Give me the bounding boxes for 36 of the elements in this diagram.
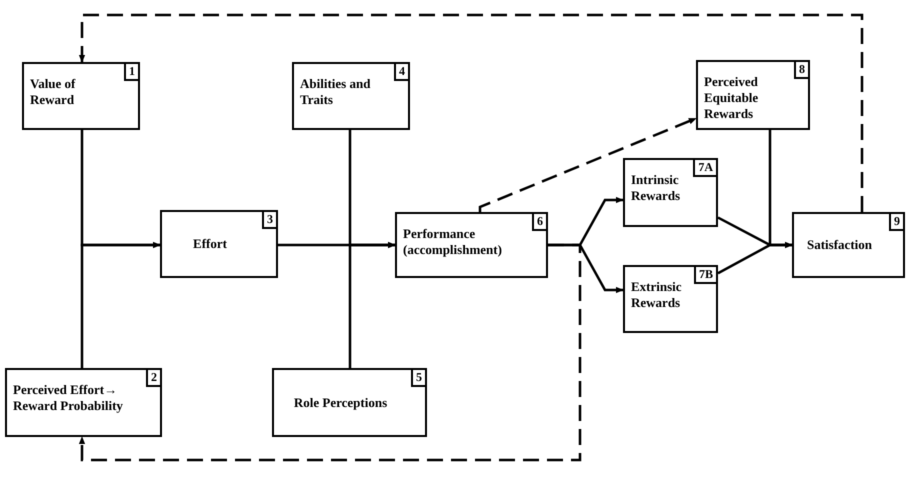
arrow: [80, 242, 161, 368]
process-box: [792, 212, 905, 278]
process-box: [623, 158, 718, 227]
box-label: Role Perceptions: [294, 394, 388, 410]
box-label: Perceived Equitable Rewards: [704, 74, 760, 122]
box-number: 2: [146, 370, 160, 387]
process-box: [22, 62, 140, 130]
arrow: [717, 242, 793, 274]
box-label: Perceived Effort→ Reward Probability: [13, 382, 124, 414]
box-number: 6: [532, 214, 546, 231]
box-label: Value of Reward: [30, 76, 76, 108]
box-number: 1: [124, 64, 138, 81]
dashed-arrow: [78, 244, 582, 462]
process-box: [160, 210, 278, 278]
box-label: Intrinsic Rewards: [631, 172, 682, 204]
dashed-arrow: [78, 14, 864, 212]
box-number: 7A: [693, 160, 716, 177]
process-box: [395, 212, 548, 278]
process-box: [292, 62, 410, 130]
box-number: 4: [394, 64, 408, 81]
box-number: 9: [889, 214, 903, 231]
box-label: Abilities and Traits: [300, 76, 372, 108]
box-number: 8: [794, 62, 808, 79]
box-label: Extrinsic Rewards: [631, 279, 683, 311]
process-box: [5, 368, 162, 437]
box-label: Performance (accomplishment): [403, 226, 503, 258]
box-label: Satisfaction: [807, 237, 873, 253]
process-box: [272, 368, 427, 437]
box-number: 7B: [694, 267, 716, 284]
box-label: Effort: [193, 236, 228, 252]
dashed-arrow: [478, 117, 697, 212]
box-number: 5: [411, 370, 425, 387]
process-box: [696, 60, 810, 130]
box-number: 3: [262, 212, 276, 229]
process-box: [623, 265, 718, 333]
arrow: [348, 242, 396, 368]
